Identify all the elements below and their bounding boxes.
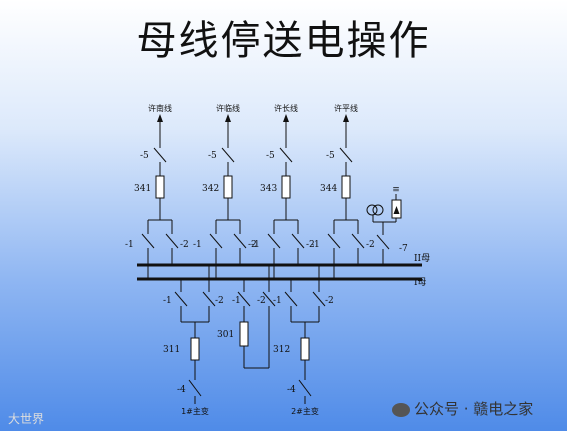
tx-2-disconnect-2 <box>312 291 326 307</box>
coupler-disconnect-2-label: -2 <box>257 296 266 306</box>
feeder-3-disconnect-2-label: -2 <box>306 240 315 250</box>
ground-symbol: ≡ <box>392 185 400 195</box>
tx-2-disconnect-1 <box>284 291 298 307</box>
feeder-1-disconnect-1-label: -1 <box>125 240 134 250</box>
feeder-3-disconnect-2 <box>291 233 305 249</box>
feeder-4-breaker-label: 344 <box>320 184 337 194</box>
coupler-disconnect-2 <box>262 291 276 307</box>
pt-disconnect-7-label: -7 <box>399 244 408 254</box>
feeder-2-disconnect-2 <box>233 233 247 249</box>
bus-i-label: I母 <box>414 277 427 288</box>
bus-ii-label: II母 <box>414 253 430 264</box>
pt-coil-2 <box>372 204 384 216</box>
coupler-breaker <box>239 321 249 347</box>
feeder-2-breaker-label: 342 <box>202 184 219 194</box>
feeder-1-name: 许南线 <box>148 103 172 113</box>
feeder-3-disconnect-1 <box>267 233 281 249</box>
feeder-3-name: 许长线 <box>274 103 298 113</box>
feeder-1-disconnect-2 <box>165 233 179 249</box>
feeder-4-disconnect-5-label: -5 <box>326 151 335 161</box>
feeder-1-disconnect-5 <box>153 147 167 163</box>
feeder-4-disconnect-5 <box>339 147 353 163</box>
feeder-3-disconnect-1-label: -1 <box>251 240 260 250</box>
feeder-2-disconnect-1 <box>209 233 223 249</box>
tx-2-disconnect-2-label: -2 <box>325 296 334 306</box>
tx-1-name: 1#主变 <box>181 406 209 416</box>
feeder-3-disconnect-5-label: -5 <box>266 151 275 161</box>
feeder-4-disconnect-1-label: -1 <box>311 240 320 250</box>
tx-2-name: 2#主变 <box>291 406 319 416</box>
coupler-disconnect-1 <box>237 291 251 307</box>
tx-1-disconnect-2 <box>202 291 216 307</box>
pt-disconnect-7 <box>376 234 390 250</box>
pt-coil-1 <box>366 204 378 216</box>
tx-2-disconnect-4 <box>298 379 312 397</box>
feeder-1-disconnect-1 <box>141 233 155 249</box>
watermark-left: 大世界 <box>8 412 45 426</box>
tx-1-disconnect-2-label: -2 <box>215 296 224 306</box>
feeder-4-disconnect-2 <box>351 233 365 249</box>
tx-2-disconnect-4-label: -4 <box>287 385 296 395</box>
tx-2-disconnect-1-label: -1 <box>273 296 282 306</box>
feeder-2-disconnect-2-label: -2 <box>248 240 257 250</box>
tx-1-disconnect-4-label: -4 <box>177 385 186 395</box>
arrester-symbol <box>393 206 400 214</box>
tx-1-disconnect-1-label: -1 <box>163 296 172 306</box>
feeder-1-breaker-label: 341 <box>134 184 151 194</box>
feeder-3-arrow <box>283 114 289 122</box>
feeder-4-name: 许平线 <box>334 103 358 113</box>
feeder-1-breaker <box>155 175 165 199</box>
feeder-1-arrow <box>157 114 163 122</box>
feeder-1-disconnect-2-label: -2 <box>180 240 189 250</box>
coupler-breaker-label: 301 <box>217 330 234 340</box>
feeder-4-arrow <box>343 114 349 122</box>
tx-1-breaker <box>190 337 200 361</box>
feeder-2-name: 许临线 <box>216 103 240 113</box>
feeder-1-disconnect-5-label: -5 <box>140 151 149 161</box>
feeder-4-disconnect-1 <box>327 233 341 249</box>
tx-1-breaker-label: 311 <box>163 345 180 355</box>
feeder-3-breaker <box>281 175 291 199</box>
watermark-right-text: 公众号 · 赣电之家 <box>414 400 534 418</box>
tx-2-breaker-label: 312 <box>273 345 290 355</box>
watermark-right: 公众号 · 赣电之家 <box>392 398 533 419</box>
tx-1-disconnect-4 <box>188 379 202 397</box>
feeder-3-disconnect-5 <box>279 147 293 163</box>
feeder-2-disconnect-1-label: -1 <box>193 240 202 250</box>
feeder-2-arrow <box>225 114 231 122</box>
feeder-3-breaker-label: 343 <box>260 184 277 194</box>
feeder-4-breaker <box>341 175 351 199</box>
tx-1-disconnect-1 <box>174 291 188 307</box>
feeder-4-disconnect-2-label: -2 <box>366 240 375 250</box>
page-title: 母线停送电操作 <box>136 18 431 64</box>
wechat-icon <box>392 402 410 417</box>
feeder-2-disconnect-5-label: -5 <box>208 151 217 161</box>
coupler-disconnect-1-label: -1 <box>232 296 241 306</box>
feeder-2-breaker <box>223 175 233 199</box>
tx-2-breaker <box>300 337 310 361</box>
feeder-2-disconnect-5 <box>221 147 235 163</box>
